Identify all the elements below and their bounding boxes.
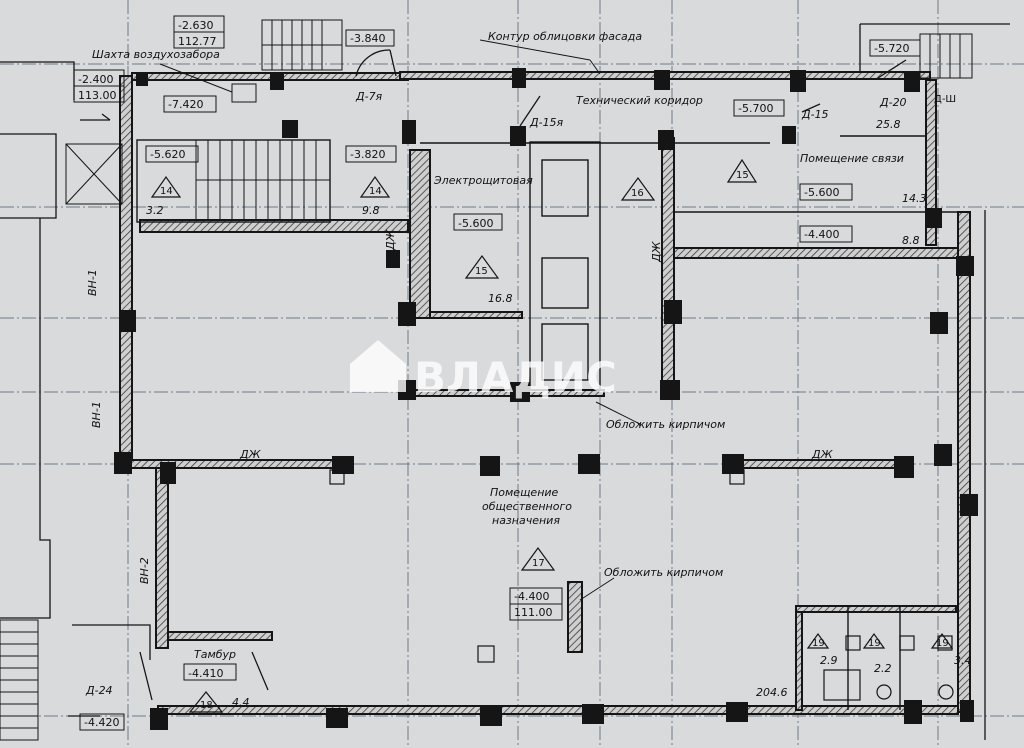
stair-left-area: 3.2 — [146, 204, 164, 217]
vestibule-name: Тамбур — [194, 648, 236, 661]
watermark-text: ВЛАДИС — [414, 353, 617, 402]
wall-vn1-b: ВН-1 — [90, 401, 103, 428]
level-boxes — [73, 15, 921, 731]
level-stair-landing-right: -3.820 — [350, 148, 385, 161]
watermark: ВЛАДИС — [350, 340, 617, 402]
level-right-stair: -5.720 — [874, 42, 909, 55]
level-corridor: -5.700 — [738, 102, 773, 115]
wc3-area: 3.4 — [954, 654, 972, 667]
electrical-level: -5.600 — [458, 217, 493, 230]
dzh-label-1: ДЖ — [384, 228, 397, 251]
labels: -2.630 112.77 -2.400 113.00 -3.840 Шахта… — [78, 19, 972, 729]
door-swings — [80, 49, 907, 701]
stair-flights — [65, 19, 973, 221]
mark-entry-left: 113.00 — [78, 89, 117, 102]
brick-annotation-1: Обложить кирпичом — [606, 418, 725, 431]
vestibule-num: 18 — [200, 700, 213, 711]
tech-corridor-num: 16 — [631, 188, 644, 199]
dzh-label-3: ДЖ — [239, 448, 262, 461]
public-room-num: 17 — [532, 558, 545, 569]
wc3-num: 19 — [936, 638, 949, 649]
wc1-area: 2.9 — [820, 654, 838, 667]
stair-right-num: 14 — [369, 186, 382, 197]
leader-lines — [159, 39, 641, 601]
walls — [119, 71, 971, 715]
level-pit: -7.420 — [168, 98, 203, 111]
comm-room-level: -5.600 — [804, 186, 839, 199]
wc2-area: 2.2 — [874, 662, 892, 675]
public-room-mark: 111.00 — [514, 606, 553, 619]
wc2-num: 19 — [868, 638, 881, 649]
vestibule-area: 4.4 — [232, 696, 250, 709]
electrical-area: 16.8 — [488, 292, 513, 305]
right-strip-area: 8.8 — [902, 234, 920, 247]
vestibule-level: -4.410 — [188, 667, 223, 680]
level-top-stair: -2.630 — [178, 19, 213, 32]
public-room-area: 204.6 — [756, 686, 788, 699]
right-strip-level: -4.400 — [804, 228, 839, 241]
electrical-num: 15 — [475, 266, 488, 277]
exterior-stair — [0, 619, 39, 741]
wall-vn1-a: ВН-1 — [86, 269, 99, 296]
dzh-label-4: ДЖ — [811, 448, 834, 461]
vent-shaft-label: Шахта воздухозабора — [92, 48, 220, 61]
room-markers — [150, 158, 954, 713]
level-bottom-left: -4.420 — [84, 716, 119, 729]
comm-room-name: Помещение связи — [800, 152, 904, 165]
brick-annotation-2: Обложить кирпичом — [604, 566, 723, 579]
level-stair-top-right: -3.840 — [350, 32, 385, 45]
watermark-logo — [350, 340, 406, 392]
wall-vn2: ВН-2 — [138, 557, 151, 584]
door-d20: Д-20 — [879, 96, 907, 109]
right-small-area: 14.3 — [902, 192, 927, 205]
comm-room-area: 25.8 — [876, 118, 901, 131]
stair-left-num: 14 — [160, 186, 173, 197]
door-d15a: Д-15я — [529, 116, 564, 129]
level-stair-landing-left: -5.620 — [150, 148, 185, 161]
wc1-num: 19 — [812, 638, 825, 649]
stair-right-area: 9.8 — [362, 204, 380, 217]
comm-room-num: 15 — [736, 170, 749, 181]
tech-corridor-name: Технический коридор — [576, 94, 703, 107]
cable-trays — [529, 141, 601, 391]
door-d7: Д-7я — [355, 90, 383, 103]
facade-annotation: Контур облицовки фасада — [488, 30, 642, 43]
level-entry-left: -2.400 — [78, 73, 113, 86]
wc-fixtures — [329, 469, 954, 701]
door-dsh: Д-Ш — [934, 94, 956, 105]
electrical-room-name: Электрощитовая — [433, 174, 533, 187]
public-room-level: -4.400 — [514, 590, 549, 603]
mark-top-stair: 112.77 — [178, 35, 217, 48]
door-d15: Д-15 — [801, 108, 829, 121]
door-d24: Д-24 — [85, 684, 113, 697]
dzh-label-2: ДЖ — [650, 240, 663, 263]
columns — [114, 68, 978, 730]
